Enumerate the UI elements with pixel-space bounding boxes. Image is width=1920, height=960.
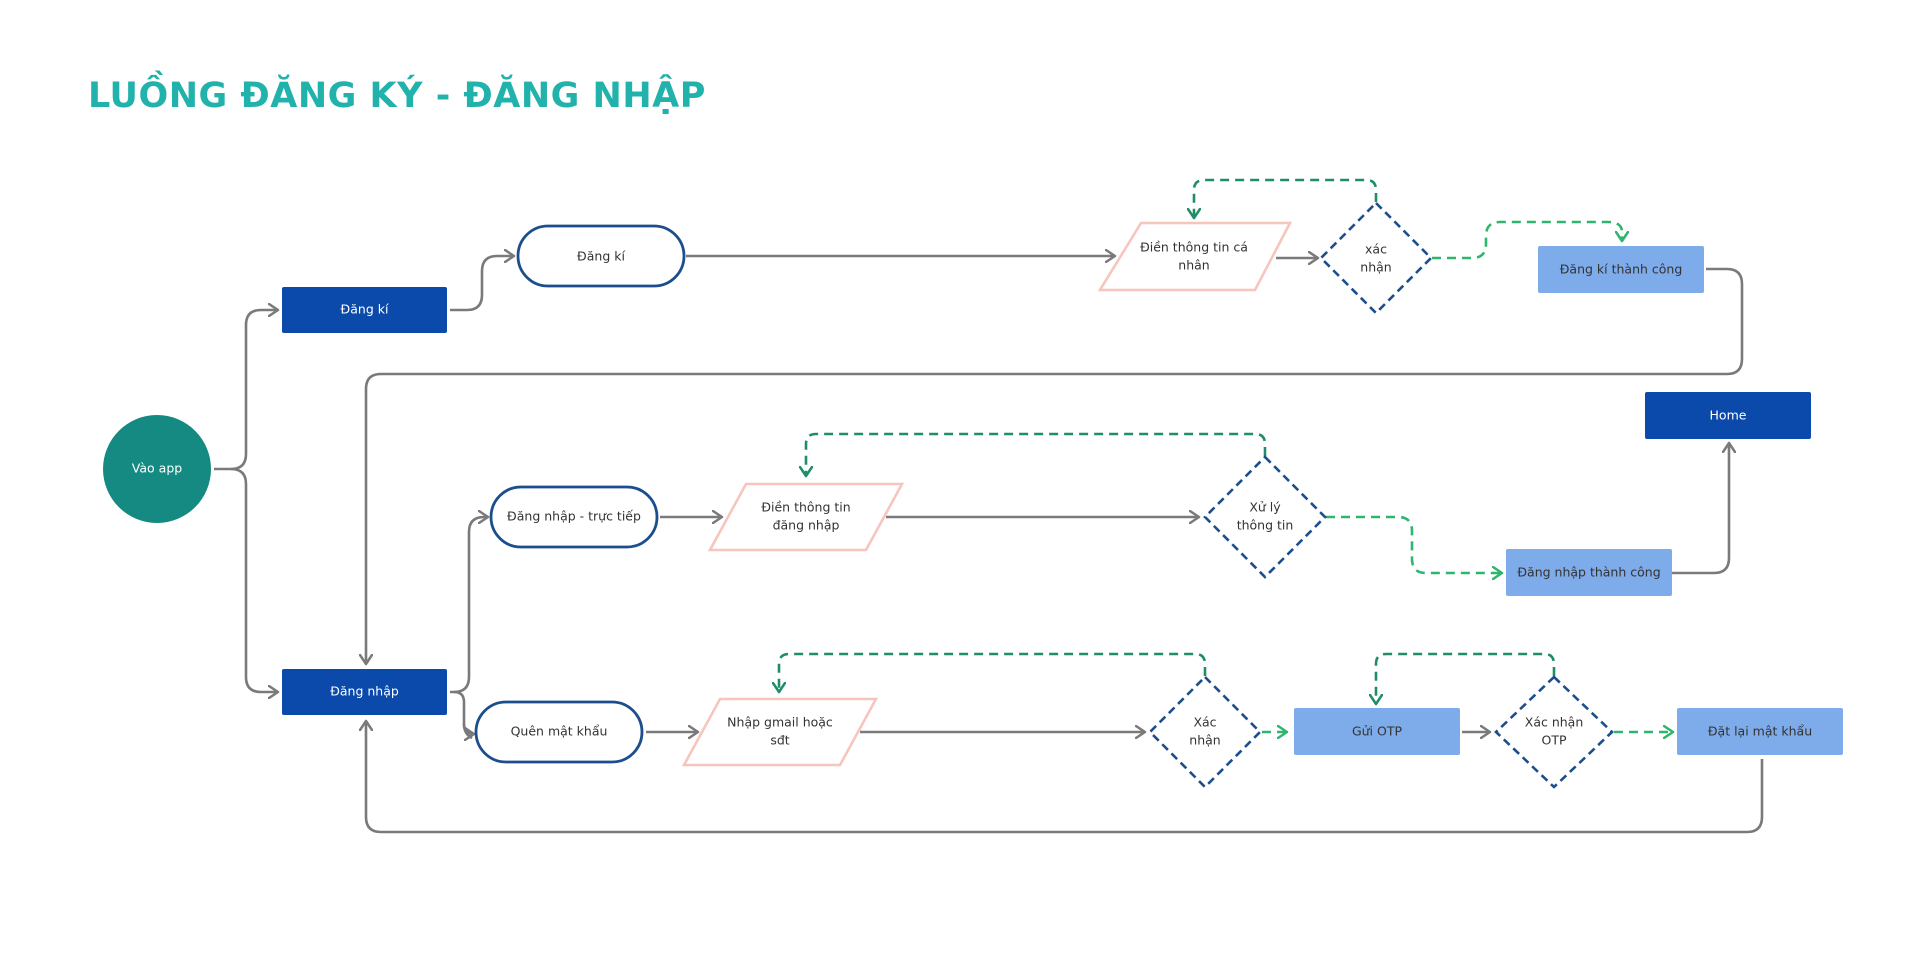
connectors (214, 256, 1764, 834)
arrow-success-to-dang-nhap (366, 267, 1744, 664)
node-label: Đăng nhập thành công (1517, 565, 1660, 580)
node-dang-nhap-thanh-cong: Đăng nhập thành công (1506, 549, 1672, 596)
node-dang-ki-button: Đăng kí (282, 287, 447, 333)
node-xu-ly-thong-tin: Xử lý thông tin (1203, 455, 1327, 579)
node-gui-otp: Gửi OTP (1294, 708, 1460, 755)
node-xac-nhan-otp: Xác nhận OTP (1494, 675, 1614, 789)
node-home: Home (1645, 392, 1811, 439)
node-label: nhận (1189, 733, 1220, 748)
node-label: Đăng nhập - trực tiếp (507, 509, 641, 524)
arrow-dang-ki-to-screen (450, 256, 514, 312)
arrow-success-to-home (1672, 443, 1729, 575)
node-dat-lai-mat-khau: Đặt lại mật khẩu (1677, 708, 1843, 755)
node-label: OTP (1541, 733, 1566, 748)
retry-arrow-3 (779, 652, 1207, 692)
retry-arrow-4 (1376, 652, 1556, 704)
node-dang-ki-thanh-cong: Đăng kí thành công (1538, 246, 1704, 293)
node-label: sđt (770, 733, 789, 748)
node-dang-nhap-truc-tiep: Đăng nhập - trực tiếp (489, 485, 659, 549)
arrow-dang-nhap-to-quen-tail (462, 723, 473, 740)
node-label: Đăng nhập (330, 684, 399, 699)
node-label: nhân (1178, 258, 1209, 273)
retry-connectors (779, 178, 1556, 704)
node-vao-app: Vào app (103, 415, 211, 523)
node-label: thông tin (1237, 518, 1294, 533)
success-connectors (1262, 220, 1673, 732)
node-dang-ki-screen: Đăng kí (516, 224, 686, 288)
node-xac-nhan-2: Xác nhận (1148, 675, 1262, 789)
node-label: Đăng kí (577, 249, 625, 264)
node-label: Nhập gmail hoặc (727, 715, 833, 730)
node-label: Home (1710, 408, 1747, 423)
node-label: Xác nhận (1525, 715, 1584, 730)
node-label: đăng nhập (773, 518, 840, 533)
arrow-start-to-dang-ki (214, 310, 278, 471)
node-label: Điền thông tin cá (1140, 240, 1248, 255)
node-label: Xác (1193, 715, 1216, 730)
retry-arrow-2 (806, 432, 1267, 476)
node-nhap-gmail-hoac-sdt: Nhập gmail hoặc sđt (681, 697, 879, 767)
node-quen-mat-khau: Quên mật khẩu (474, 700, 644, 764)
arrow-start-to-dang-nhap (230, 467, 278, 692)
node-label: Xử lý (1249, 500, 1281, 515)
node-label: Đăng kí (341, 302, 389, 317)
node-dien-thong-tin-ca-nhan: Điền thông tin cá nhân (1097, 221, 1293, 292)
success-arrow-2 (1326, 515, 1502, 573)
arrow-reset-to-dang-nhap (366, 721, 1764, 834)
node-label: Đăng kí thành công (1560, 262, 1683, 277)
success-arrow-1 (1432, 220, 1622, 260)
node-label: Quên mật khẩu (511, 724, 608, 739)
node-dien-thong-tin-dang-nhap: Điền thông tin đăng nhập (707, 482, 905, 552)
node-xac-nhan-1: xác nhận (1319, 201, 1433, 315)
node-label: xác (1365, 242, 1387, 257)
node-label: Vào app (132, 461, 182, 476)
arrow-dang-nhap-to-truc-tiep (450, 517, 488, 694)
node-label: Điền thông tin (761, 500, 850, 515)
node-label: Gửi OTP (1352, 724, 1403, 739)
node-dang-nhap-button: Đăng nhập (282, 669, 447, 715)
page-title: LUỒNG ĐĂNG KÝ - ĐĂNG NHẬP (88, 76, 706, 116)
node-label: nhận (1360, 260, 1391, 275)
retry-arrow-1 (1194, 178, 1378, 218)
arrow-dang-nhap-to-quen (453, 690, 474, 734)
node-label: Đặt lại mật khẩu (1708, 724, 1812, 739)
